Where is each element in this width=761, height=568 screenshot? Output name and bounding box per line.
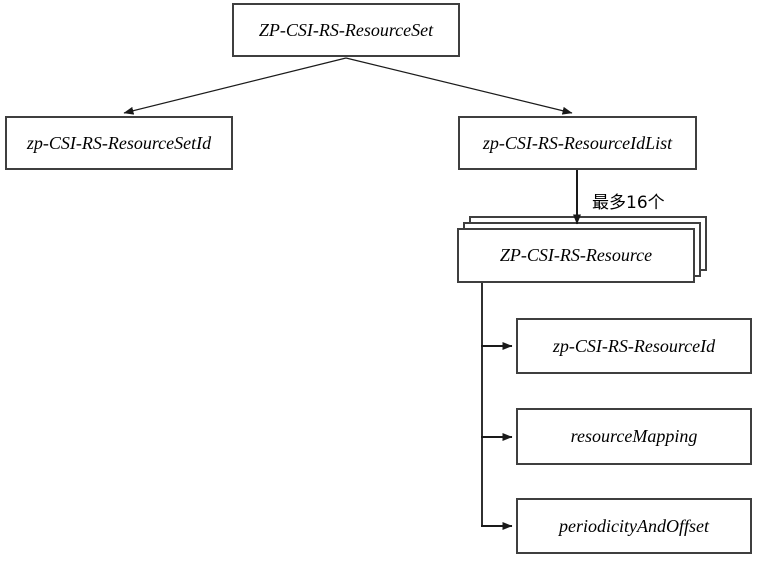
node-label: ZP-CSI-RS-Resource <box>499 245 653 265</box>
node-label: zp-CSI-RS-ResourceIdList <box>482 132 673 153</box>
node-zp-csi-rs-resourceset: ZP-CSI-RS-ResourceSet <box>232 3 460 57</box>
node-resourcemapping: resourceMapping <box>516 408 752 465</box>
node-label: ZP-CSI-RS-ResourceSet <box>258 19 434 40</box>
connector-root-to-idlist <box>345 57 573 115</box>
node-label: zp-CSI-RS-ResourceId <box>552 335 716 356</box>
node-label: resourceMapping <box>570 426 698 446</box>
node-zp-csi-rs-resourceid: zp-CSI-RS-ResourceId <box>516 318 752 374</box>
node-label: zp-CSI-RS-ResourceSetId <box>26 132 212 153</box>
max-count-label: 最多16个 <box>592 188 665 213</box>
node-periodicityandoffset: periodicityAndOffset <box>516 498 752 554</box>
node-label: periodicityAndOffset <box>559 515 709 536</box>
node-zp-csi-rs-resourceidlist: zp-CSI-RS-ResourceIdList <box>458 116 697 170</box>
node-zp-csi-rs-resourcesetid: zp-CSI-RS-ResourceSetId <box>5 116 233 170</box>
node-zp-csi-rs-resource: ZP-CSI-RS-Resource <box>457 228 695 283</box>
connector-root-to-setid <box>123 57 347 115</box>
